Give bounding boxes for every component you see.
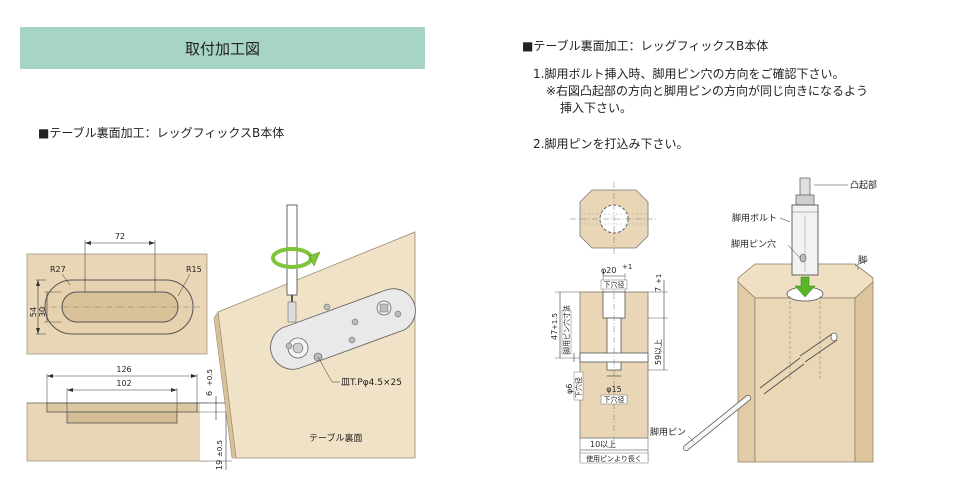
dim-72: 72 bbox=[115, 232, 125, 241]
left-section-heading: ■テーブル裏面加工：レッグフィックスB本体 bbox=[38, 126, 285, 140]
dim-6: 6 bbox=[205, 391, 214, 396]
page-title-text: 取付加工図 bbox=[184, 39, 260, 58]
step1-note-line1: ※右図凸起部の方向と脚用ピンの方向が同じ向きになるよう bbox=[546, 84, 869, 98]
dim-phi6: φ6 bbox=[565, 384, 574, 394]
dim-phi15: φ15 bbox=[606, 385, 621, 394]
screw-spec-label: 皿T.Pφ4.5×25 bbox=[341, 378, 402, 388]
leg-front-face bbox=[754, 297, 856, 463]
step1-note-line2: 挿入下さい。 bbox=[560, 101, 633, 115]
dim-102: 102 bbox=[116, 379, 131, 388]
dim-phi20-tol: +1 bbox=[622, 263, 632, 271]
insert-arrow-icon bbox=[794, 276, 816, 298]
bolt-label: 脚用ボルト bbox=[732, 213, 777, 224]
dim-phi20-sub: 下穴径 bbox=[604, 280, 625, 289]
table-underside-label: テーブル裏面 bbox=[309, 432, 362, 444]
dim-10: 10以上 bbox=[590, 440, 616, 449]
dim-phi15-sub: 下穴径 bbox=[604, 395, 625, 404]
dim-54: 54 bbox=[29, 307, 38, 317]
right-section-heading: ■テーブル裏面加工：レッグフィックスB本体 bbox=[522, 39, 769, 53]
dim-47-tol: +1.5 bbox=[551, 313, 559, 330]
dim-19-tol: ±0.5 bbox=[216, 440, 224, 457]
rotation-arrow-icon bbox=[271, 247, 321, 269]
page-title: 取付加工図 bbox=[20, 27, 425, 69]
table-edge bbox=[213, 311, 237, 459]
section-recess-inner bbox=[66, 411, 178, 424]
pin-label: 脚用ピン bbox=[650, 427, 686, 438]
dim-7-tol: +1 bbox=[655, 274, 663, 284]
step2-text: 2.脚用ピンを打込み下さい。 bbox=[533, 137, 689, 151]
dim-phi6-sub: 下穴径 bbox=[574, 377, 583, 398]
dim-10-sub: 使用ピンより長く bbox=[586, 454, 642, 463]
dim-47-sub: 脚用ピン穴寸法 bbox=[562, 305, 571, 354]
leg-pin-icon bbox=[683, 395, 751, 451]
radius-right-label: R15 bbox=[186, 265, 202, 274]
dim-6-tol: +0.5 bbox=[206, 369, 214, 386]
radius-left-label: R27 bbox=[50, 265, 66, 274]
leg-pin-hole-icon bbox=[799, 332, 838, 363]
leg-bolt-icon bbox=[791, 177, 819, 276]
dim-phi20: φ20 bbox=[601, 266, 616, 275]
step1-text: 1.脚用ボルト挿入時、脚用ピン穴の方向をご確認下さい。 bbox=[533, 67, 845, 81]
leg-fix-plate bbox=[270, 288, 416, 370]
dim-47: 47 bbox=[550, 330, 559, 340]
leg-side-right bbox=[854, 281, 874, 463]
dim-19: 19 bbox=[215, 460, 224, 470]
dim-59: 59以上 bbox=[654, 339, 663, 365]
leg-pin-hole-lower-icon bbox=[759, 357, 805, 395]
pin-hole-label: 脚用ピン穴 bbox=[731, 238, 776, 250]
leg-label: 脚 bbox=[858, 255, 867, 266]
protrusion-label: 凸起部 bbox=[850, 179, 877, 191]
leg-side-left bbox=[737, 281, 756, 463]
dim-7: 7 bbox=[654, 287, 663, 292]
dim-30: 30 bbox=[38, 307, 47, 317]
dim-126: 126 bbox=[116, 365, 131, 374]
